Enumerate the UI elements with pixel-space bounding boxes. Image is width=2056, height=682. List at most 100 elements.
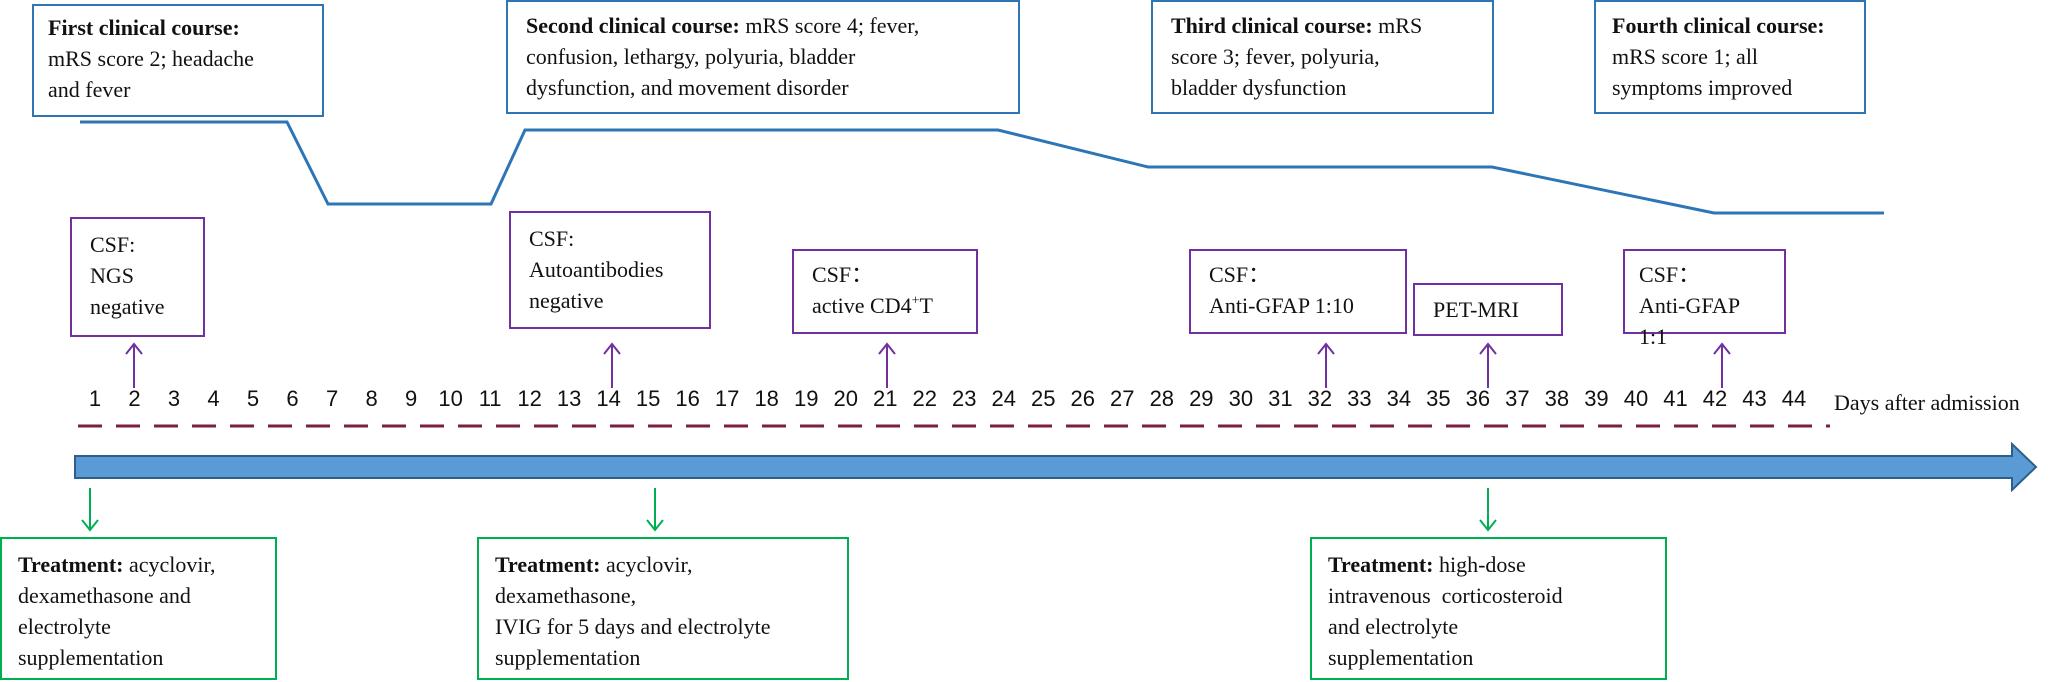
csf-autoantibodies-box: CSF: Autoantibodies negative [509,211,711,329]
csf-arrow-day-2 [125,342,143,388]
course-text: mRS score 1; all [1612,44,1759,69]
exam-text: PET-MRI [1433,297,1519,322]
day-label: 27 [1110,386,1135,411]
day-label: 21 [872,386,898,411]
fourth-clinical-course-box: Fourth clinical course: mRS score 1; all… [1594,0,1866,114]
day-label: 6 [286,386,299,411]
course-text: dysfunction, and movement disorder [526,75,849,100]
course-text: mRS score 4; fever, [739,13,920,38]
day-label: 32 [1307,386,1333,411]
csf-text: negative [529,288,604,313]
day-label: 22 [912,386,937,411]
treatment-text: acyclovir, [600,552,693,577]
csf-text: negative [90,294,165,319]
day-label: 17 [714,386,740,411]
day-label: 26 [1070,386,1096,411]
first-clinical-course-box: First clinical course: mRS score 2; head… [32,4,324,117]
day-label: 5 [246,386,260,411]
course-text: symptoms improved [1612,75,1793,100]
day-label: 2 [128,386,141,411]
mrs-course-line [80,120,1884,215]
treatment-text: and electrolyte [1328,614,1459,639]
csf-ngs-box: CSF: NGS negative [70,217,205,337]
csf-arrow-day-32 [1317,342,1335,388]
day-label: 30 [1228,386,1254,411]
day-label: 31 [1268,386,1293,411]
treatment-box-day-1: Treatment: acyclovir, dexamethasone and … [0,537,277,680]
day-label: 33 [1347,386,1372,411]
course-title: First clinical course: [48,15,240,40]
treatment-text: electrolyte [18,614,111,639]
timeline-arrow [74,441,2038,493]
day-label: 29 [1189,386,1214,411]
csf-text: Anti-GFAP 1:10 [1209,293,1354,318]
csf-anti-gfap-1-10-box: CSF： Anti-GFAP 1:10 [1189,249,1407,334]
day-label: 44 [1781,386,1807,411]
treatment-arrow-day-36 [1479,488,1497,532]
day-label: 1 [88,386,102,411]
treatment-text: dexamethasone, [495,583,637,608]
csf-cd4-box: CSF： active CD4+T [792,249,978,334]
csf-label: CSF: [90,232,136,257]
day-label: 10 [438,386,463,411]
treatment-text: supplementation [495,645,641,670]
treatment-title: Treatment: [18,552,124,577]
day-label: 24 [991,386,1017,411]
day-label: 18 [754,386,779,411]
day-label: 19 [793,386,819,411]
second-clinical-course-box: Second clinical course: mRS score 4; fev… [506,0,1020,114]
treatment-title: Treatment: [1328,552,1434,577]
treatment-text: intravenous corticosteroid [1328,583,1563,608]
day-label: 7 [325,386,339,411]
csf-label: CSF： [812,262,874,287]
day-label: 11 [478,386,502,411]
day-label: 41 [1663,386,1688,411]
day-label: 40 [1623,386,1649,411]
csf-text: NGS [90,263,135,288]
csf-anti-gfap-1-1-box: CSF： Anti-GFAP 1:1 [1623,249,1786,349]
pet-mri-arrow-day-36 [1479,342,1497,388]
csf-text: Anti-GFAP 1:1 [1639,293,1740,349]
treatment-title: Treatment: [495,552,601,577]
day-label: 38 [1544,386,1570,411]
days-after-admission-label: Days after admission [1834,390,2020,415]
day-label: 15 [635,386,661,411]
treatment-text: supplementation [1328,645,1474,670]
course-title: Fourth clinical course: [1612,13,1825,38]
csf-label: CSF: [529,226,575,251]
csf-arrow-day-21 [878,342,896,388]
csf-arrow-day-42 [1713,342,1731,388]
day-label: 14 [596,386,621,411]
csf-superscript: + [911,293,920,309]
csf-text: active CD4 [812,293,912,318]
course-text: and fever [48,77,131,102]
csf-label: CSF： [1639,262,1701,287]
course-title: Third clinical course: [1171,13,1373,38]
day-label: 36 [1465,386,1491,411]
treatment-box-day-15: Treatment: acyclovir, dexamethasone, IVI… [477,537,849,680]
day-label: 13 [556,386,582,411]
treatment-text: IVIG for 5 days and electrolyte [495,614,771,639]
csf-arrow-day-14 [603,342,621,388]
treatment-arrow-day-1 [81,488,99,532]
day-label: 39 [1584,386,1609,411]
treatment-box-day-36: Treatment: high-dose intravenous cortico… [1310,537,1667,680]
pet-mri-box: PET-MRI [1413,283,1563,336]
day-label: 34 [1386,386,1412,411]
day-label: 23 [952,386,977,411]
day-label: 43 [1742,386,1767,411]
day-label: 3 [167,386,181,411]
third-clinical-course-box: Third clinical course: mRS score 3; feve… [1151,0,1494,114]
csf-label: CSF： [1209,262,1271,287]
day-label: 35 [1426,386,1451,411]
day-label: 28 [1149,386,1175,411]
course-text: score 3; fever, polyuria, [1171,44,1380,69]
csf-text: T [919,293,933,318]
treatment-text: dexamethasone and [18,583,191,608]
day-label: 4 [207,386,220,411]
day-label: 8 [365,386,378,411]
treatment-text: supplementation [18,645,164,670]
